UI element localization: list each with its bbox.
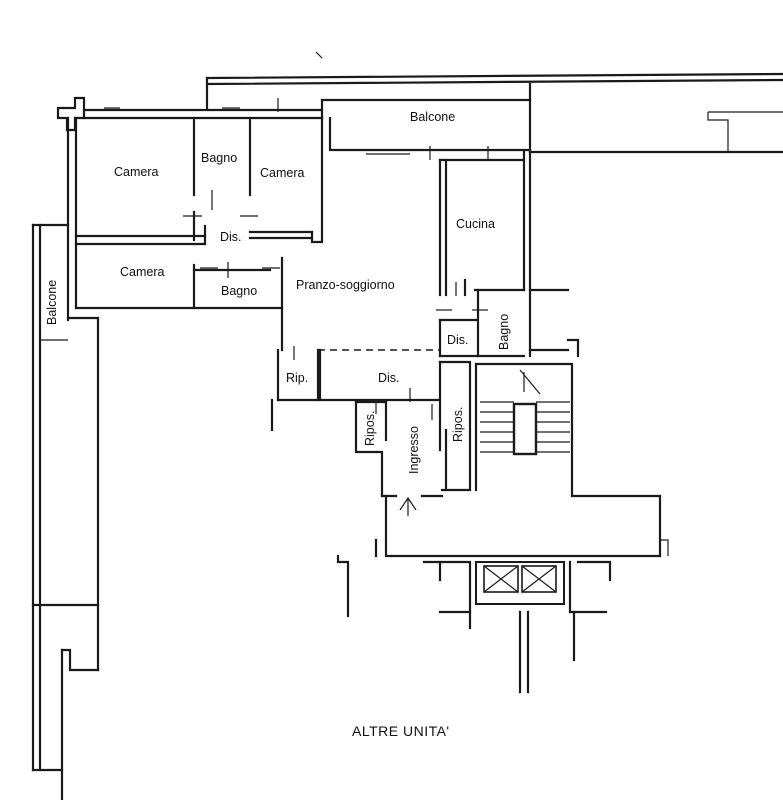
upper-building-outline bbox=[205, 72, 783, 154]
room-label-bagno-1: Bagno bbox=[201, 151, 237, 165]
room-label-balcone-left: Balcone bbox=[45, 280, 59, 325]
room-label-bagno-2: Bagno bbox=[221, 284, 257, 298]
other-units-outline bbox=[31, 223, 612, 800]
room-label-balcone-top: Balcone bbox=[410, 110, 455, 124]
room-label-ingresso: Ingresso bbox=[407, 426, 421, 474]
room-label-rip: Rip. bbox=[286, 371, 308, 385]
room-label-pranzo-soggiorno: Pranzo-soggiorno bbox=[296, 278, 395, 292]
staircase bbox=[480, 369, 570, 456]
elevator-shafts bbox=[475, 561, 565, 605]
room-label-camera-1: Camera bbox=[114, 165, 159, 179]
room-label-dis-3: Dis. bbox=[378, 371, 400, 385]
room-label-bagno-3: Bagno bbox=[497, 314, 511, 350]
room-label-camera-3: Camera bbox=[120, 265, 165, 279]
door-marks bbox=[104, 51, 489, 516]
apartment-walls bbox=[56, 96, 669, 558]
room-label-ripos-1: Ripos. bbox=[363, 411, 377, 446]
room-label-dis-2: Dis. bbox=[447, 333, 469, 347]
room-label-dis-1: Dis. bbox=[220, 230, 242, 244]
room-labels: Balcone Camera Bagno Camera Dis. Cucina … bbox=[45, 110, 511, 739]
room-label-ripos-2: Ripos. bbox=[451, 407, 465, 442]
room-label-cucina: Cucina bbox=[456, 217, 495, 231]
room-label-camera-2: Camera bbox=[260, 166, 305, 180]
footer-label-altre-unita: ALTRE UNITA' bbox=[352, 723, 450, 739]
